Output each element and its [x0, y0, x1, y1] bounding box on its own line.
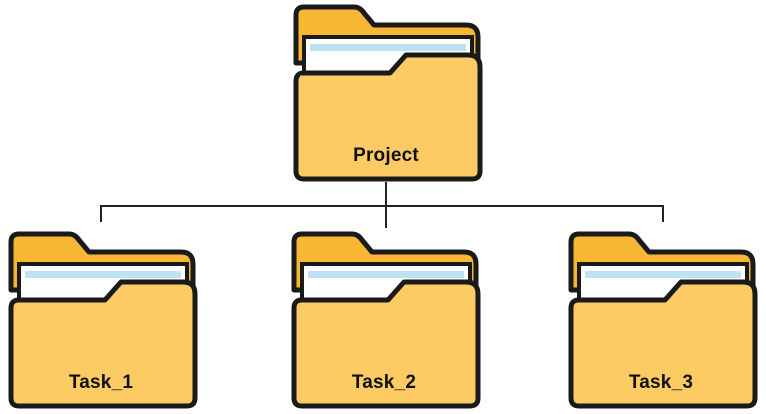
- folder-icon: [293, 4, 483, 182]
- folder-project[interactable]: Project: [288, 3, 484, 183]
- folder-task-1[interactable]: Task_1: [3, 230, 199, 410]
- folder-label-task-1: Task_1: [68, 372, 134, 393]
- folder-label-project: Project: [353, 145, 419, 166]
- folder-label-task-3: Task_3: [628, 372, 694, 393]
- folder-icon: [568, 231, 758, 409]
- folder-icon: [8, 231, 198, 409]
- folder-task-2[interactable]: Task_2: [286, 230, 482, 410]
- folder-label-task-2: Task_2: [351, 372, 417, 393]
- folder-icon: [291, 231, 481, 409]
- folder-task-3[interactable]: Task_3: [563, 230, 759, 410]
